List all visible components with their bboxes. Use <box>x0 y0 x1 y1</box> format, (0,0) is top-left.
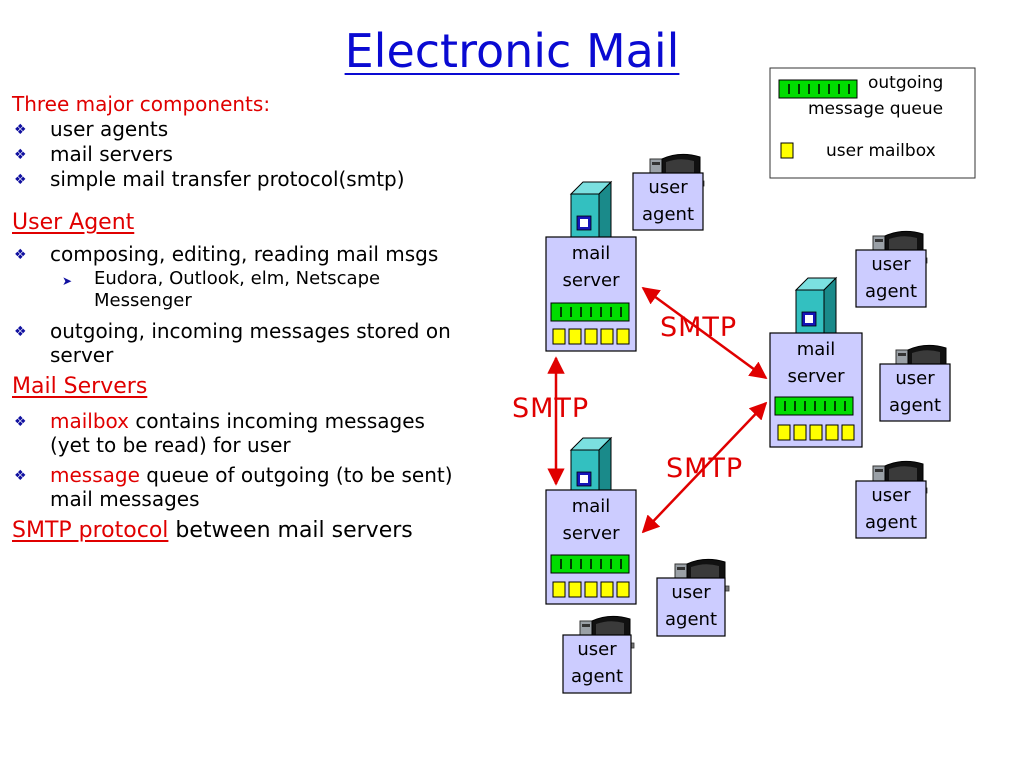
smtp-label: SMTP <box>660 312 738 343</box>
ms-item-queue: message queue of outgoing (to be sent) <box>50 463 453 487</box>
ms-item-mailbox-line2: (yet to be read) for user <box>50 433 291 457</box>
component-item: mail servers <box>50 142 173 166</box>
smtp-protocol-link[interactable]: SMTP protocol <box>12 518 169 543</box>
bullet-icon: ❖ <box>14 324 27 340</box>
intro-line: Three major components: <box>12 92 271 116</box>
mailbox-desc: contains incoming messages <box>129 409 425 433</box>
user-agent-box <box>879 363 951 422</box>
page-title: Electronic Mail <box>344 24 680 78</box>
ua-item-composing: composing, editing, reading mail msgs <box>50 242 439 266</box>
mailbox-term: mailbox <box>50 409 130 433</box>
component-item: user agents <box>50 117 169 141</box>
message-desc: queue of outgoing (to be sent) <box>139 463 453 487</box>
ua-item-stored-line2: server <box>50 343 114 367</box>
ms-item-queue-line2: mail messages <box>50 487 200 511</box>
smtp-label: SMTP <box>512 393 590 424</box>
mail-servers-heading: Mail Servers <box>12 374 148 399</box>
message-queue-icon <box>550 302 630 322</box>
bullet-icon: ❖ <box>14 414 27 430</box>
user-agent-box <box>562 634 632 694</box>
ms-item-mailbox: mailbox contains incoming messages <box>50 409 425 433</box>
legend-queue-line1: outgoing <box>868 73 944 93</box>
user-agent-box <box>656 577 726 637</box>
legend-queue-line2: message queue <box>808 99 944 119</box>
legend-mailbox: user mailbox <box>826 141 936 161</box>
mailbox-legend-icon <box>780 142 794 159</box>
smtp-protocol-desc: between mail servers <box>168 518 413 543</box>
ua-item-stored-line1: outgoing, incoming messages stored on <box>50 319 451 343</box>
user-agent-heading: User Agent <box>12 210 135 235</box>
arrow-bullet-icon: ➤ <box>62 274 73 288</box>
message-queue-icon <box>774 396 854 416</box>
mailboxes-icon <box>552 328 630 345</box>
user-agent-box <box>632 172 704 231</box>
user-agent-box <box>855 480 927 539</box>
component-item: simple mail transfer protocol(smtp) <box>50 167 405 191</box>
bullet-icon: ❖ <box>14 468 27 484</box>
smtp-protocol-line: SMTP protocol between mail servers <box>12 518 413 543</box>
smtp-arrow <box>641 401 768 534</box>
queue-legend-icon <box>778 79 858 99</box>
mailboxes-icon <box>777 424 855 441</box>
ua-subitem-line1: Eudora, Outlook, elm, Netscape <box>94 268 381 289</box>
smtp-label: SMTP <box>666 453 744 484</box>
message-term: message <box>50 463 140 487</box>
smtp-arrow <box>641 286 768 380</box>
bullet-icon: ❖ <box>14 147 27 163</box>
ua-subitem-line2: Messenger <box>94 290 192 311</box>
bullet-icon: ❖ <box>14 247 27 263</box>
bullet-icon: ❖ <box>14 172 27 188</box>
mailboxes-icon <box>552 581 630 598</box>
message-queue-icon <box>550 554 630 574</box>
bullet-icon: ❖ <box>14 122 27 138</box>
user-agent-box <box>855 249 927 308</box>
